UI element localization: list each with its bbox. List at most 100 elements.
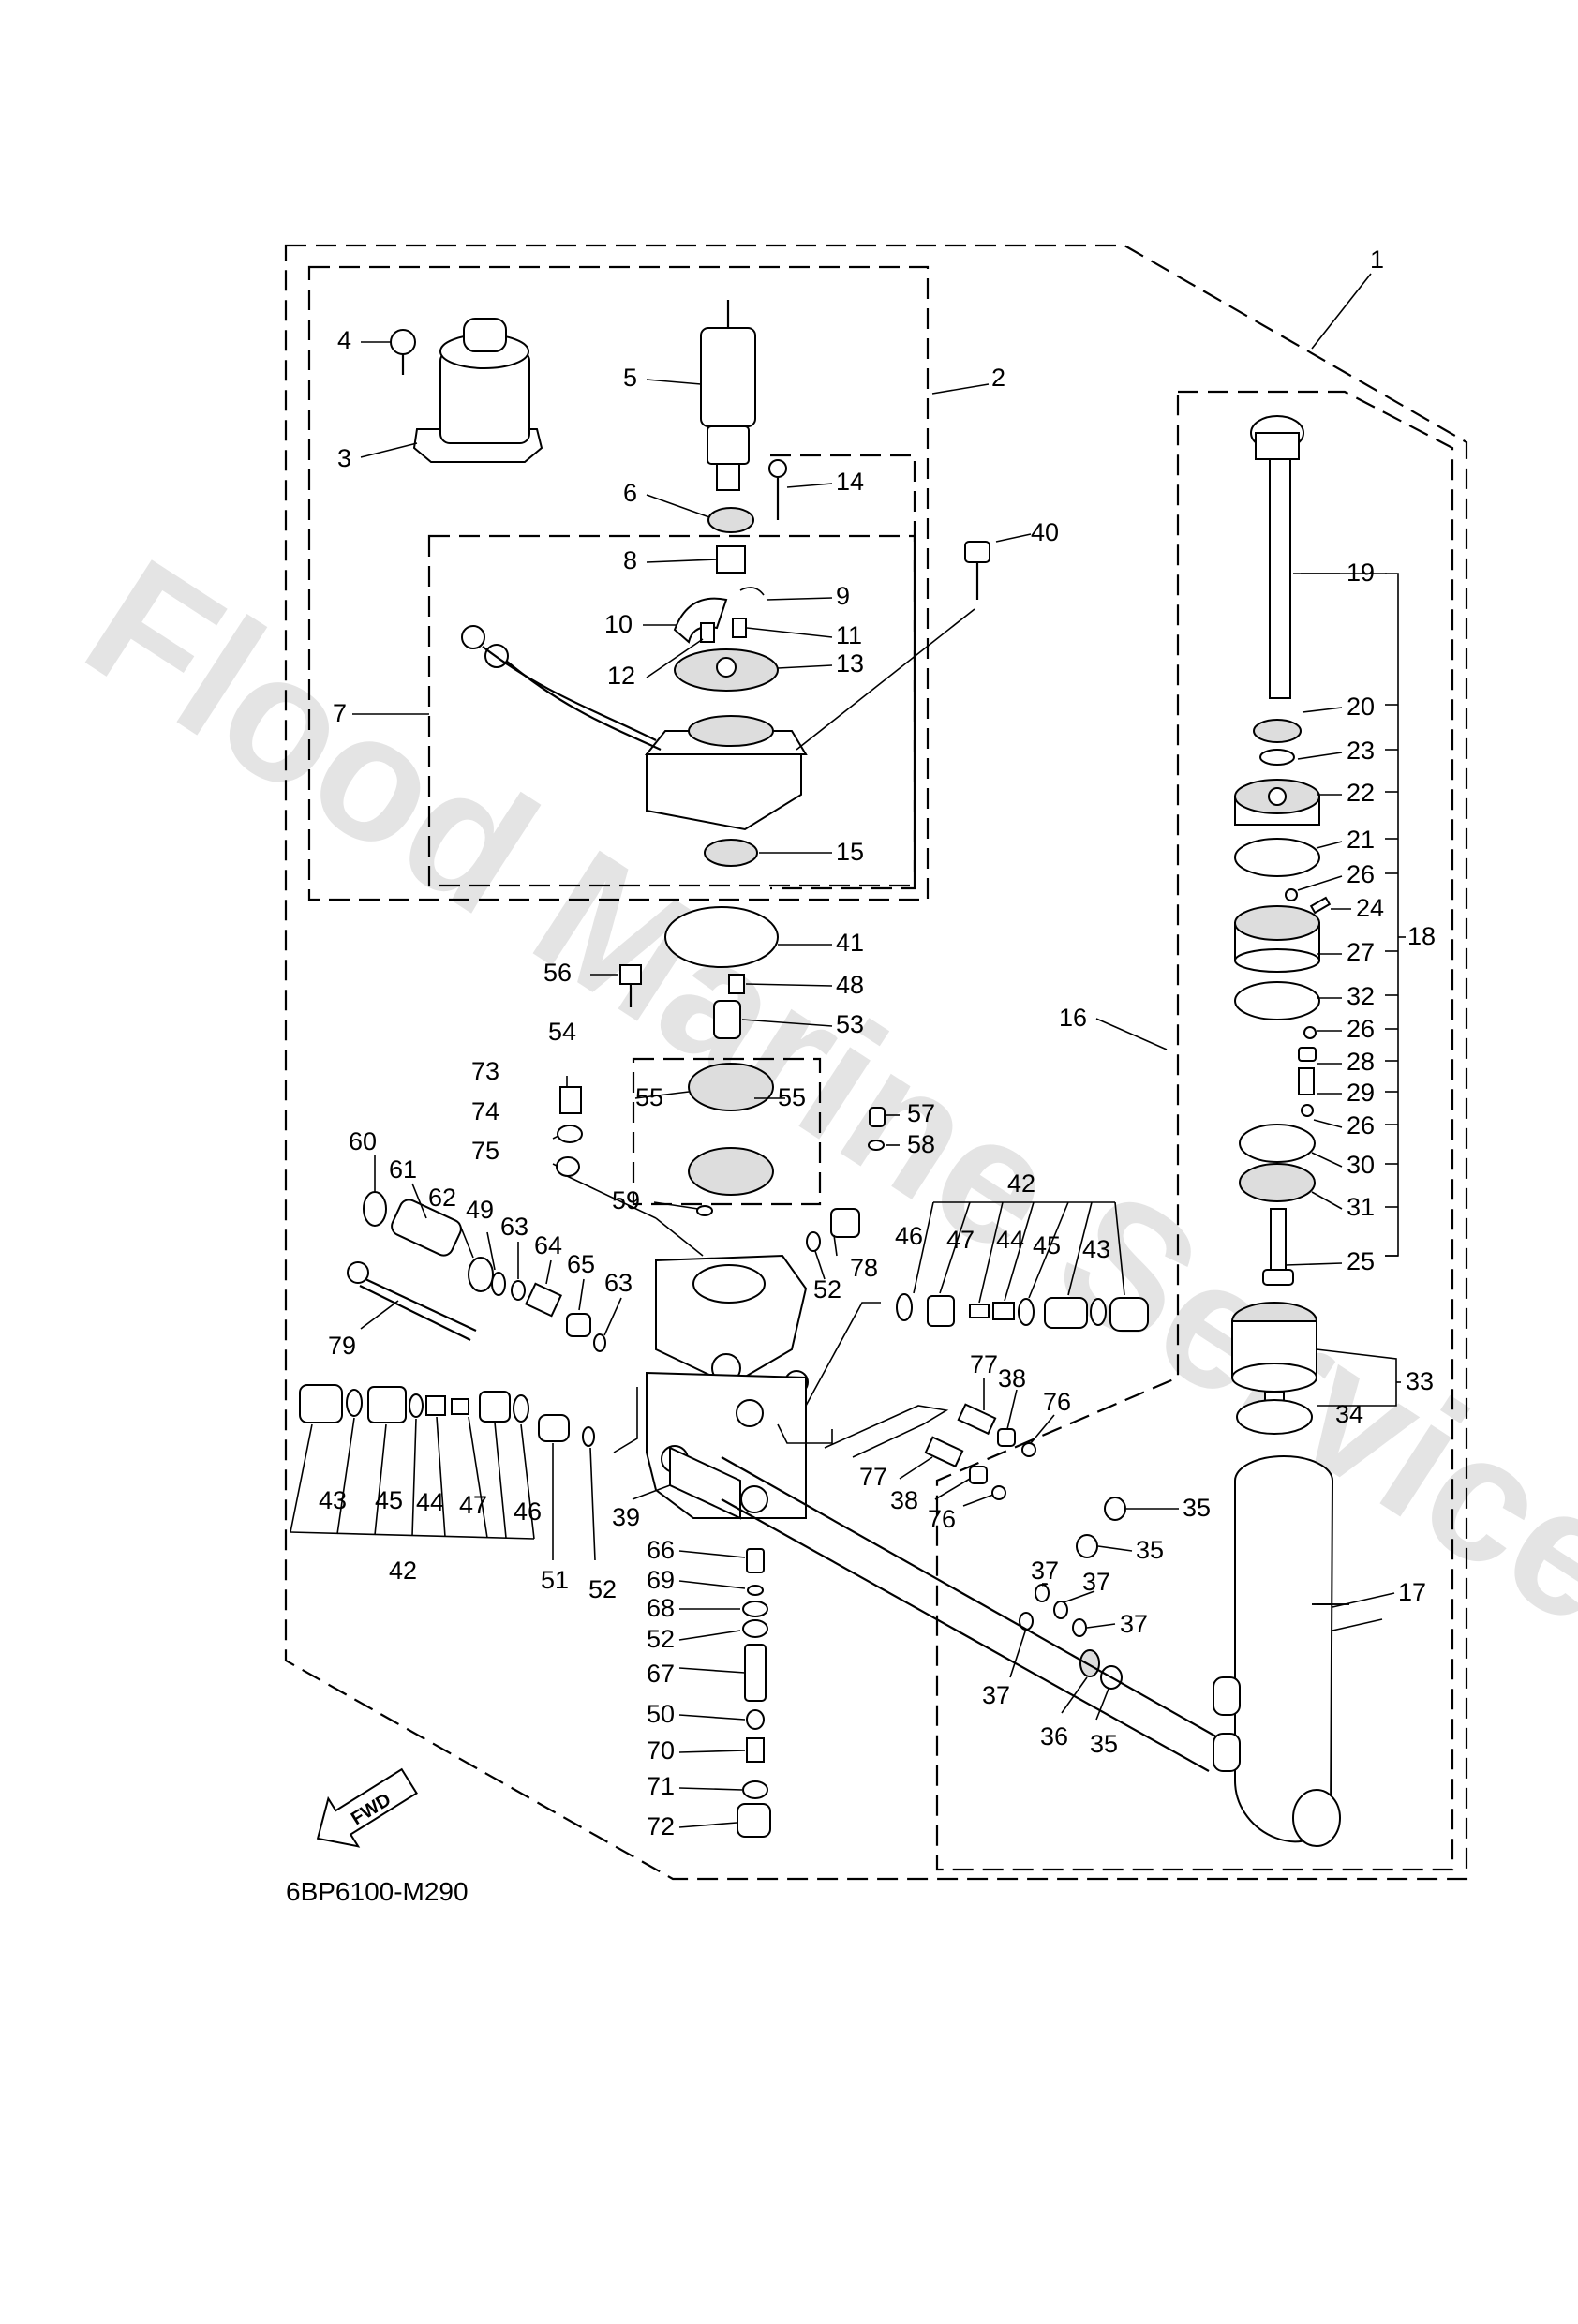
part-oring-52c (742, 1619, 768, 1638)
callout-60: 60 (349, 1127, 377, 1155)
callout-4: 4 (337, 326, 351, 354)
callout-3: 3 (337, 444, 351, 472)
callout-24: 24 (1356, 894, 1384, 922)
callout-48: 48 (836, 971, 864, 999)
part-oring-49 (491, 1272, 506, 1296)
callout-14: 14 (836, 468, 864, 496)
part-cover-10 (673, 597, 728, 644)
part-plug-78 (806, 1208, 860, 1252)
callout-37b: 37 (1082, 1568, 1110, 1596)
callout-70: 70 (647, 1736, 675, 1765)
part-filter-36 (1079, 1649, 1100, 1677)
callout-27: 27 (1347, 938, 1375, 966)
part-shaft-39 (669, 1446, 1228, 1772)
callout-12: 12 (607, 662, 635, 690)
part-spring-77b (924, 1436, 964, 1468)
callout-77a: 77 (970, 1350, 998, 1378)
parts (299, 300, 1341, 1847)
part-plate-31 (1239, 1163, 1316, 1202)
part-ball-76a (1021, 1442, 1036, 1457)
assembly-brush-outline (770, 454, 916, 890)
callout-68: 68 (647, 1594, 675, 1622)
part-screw-4 (390, 329, 416, 375)
part-valve-chain-right (896, 1293, 1149, 1332)
callout-72: 72 (647, 1812, 675, 1840)
callout-40: 40 (1031, 518, 1059, 546)
callout-36: 36 (1040, 1722, 1068, 1750)
callout-42b: 42 (389, 1557, 417, 1585)
callout-9: 9 (836, 582, 850, 610)
part-piston-27 (1234, 905, 1320, 973)
assembly-outlines (284, 244, 1468, 1881)
part-seat-28 (1298, 1047, 1317, 1062)
callout-19: 19 (1347, 559, 1375, 587)
callout-58: 58 (907, 1130, 935, 1158)
callout-53: 53 (836, 1010, 864, 1038)
callout-45a: 45 (1033, 1231, 1061, 1259)
part-washer-6 (707, 507, 754, 533)
fwd-arrow-icon: FWD (316, 1767, 418, 1848)
callout-16: 16 (1059, 1004, 1087, 1032)
callout-8: 8 (623, 546, 637, 574)
part-oring-41 (664, 906, 779, 968)
callout-44a: 44 (996, 1226, 1024, 1254)
part-washer-15 (704, 839, 758, 867)
callout-45b: 45 (375, 1486, 403, 1514)
part-seat-50 (746, 1709, 765, 1730)
callout-35c: 35 (1090, 1730, 1118, 1758)
callout-29: 29 (1347, 1079, 1375, 1107)
callout-23: 23 (1347, 737, 1375, 765)
callout-32: 32 (1347, 982, 1375, 1010)
callout-26c: 26 (1347, 1111, 1375, 1140)
callout-67: 67 (647, 1660, 675, 1688)
part-ball-76b (991, 1485, 1006, 1500)
part-plug-38b (969, 1466, 988, 1484)
callout-66: 66 (647, 1536, 675, 1564)
part-sleeve-53 (713, 1000, 741, 1039)
part-spring-64 (525, 1282, 562, 1318)
callout-7: 7 (333, 699, 347, 727)
callout-64: 64 (534, 1231, 562, 1259)
callout-75: 75 (471, 1137, 499, 1165)
part-plate-13 (674, 648, 779, 692)
callout-22: 22 (1347, 779, 1375, 807)
callout-41: 41 (836, 929, 864, 957)
part-cap-33 (1231, 1302, 1317, 1404)
callout-35a: 35 (1183, 1494, 1211, 1522)
part-ball-26c (1301, 1104, 1314, 1117)
callout-76a: 76 (1043, 1388, 1071, 1416)
assembly-1-outline (284, 244, 1468, 1881)
assembly-54-outline (632, 1057, 822, 1206)
part-pump-body (655, 1254, 809, 1394)
part-plug-66 (746, 1548, 765, 1573)
part-piston-65 (566, 1313, 591, 1337)
part-piston-rod-19 (1250, 415, 1304, 699)
part-oring-21 (1234, 838, 1320, 877)
callout-17: 17 (1398, 1578, 1426, 1606)
part-valve-67 (744, 1644, 767, 1702)
part-cylinder-17 (1213, 1455, 1341, 1847)
part-seat-74 (557, 1125, 583, 1143)
part-pin-24 (1309, 896, 1332, 915)
part-oring-58 (868, 1140, 885, 1151)
callout-44b: 44 (416, 1488, 444, 1516)
part-motor-base-7 (461, 625, 808, 831)
callout-13: 13 (836, 649, 864, 678)
callout-71: 71 (647, 1772, 675, 1800)
part-ball-75 (556, 1156, 580, 1177)
part-bolt-25 (1262, 1208, 1294, 1286)
part-ball-26a (1285, 888, 1298, 901)
callout-47a: 47 (946, 1226, 975, 1254)
part-oring-68 (742, 1601, 768, 1617)
callout-21: 21 (1347, 826, 1375, 854)
part-oring-37b (1053, 1601, 1068, 1619)
part-bolt-79 (347, 1261, 477, 1341)
part-oring-69 (747, 1585, 764, 1596)
callout-26b: 26 (1347, 1015, 1375, 1043)
callout-33: 33 (1406, 1367, 1434, 1395)
callout-56: 56 (543, 959, 572, 987)
part-oring-59 (696, 1205, 713, 1216)
callout-76b: 76 (928, 1505, 956, 1533)
part-plug-72 (737, 1803, 771, 1838)
callout-78: 78 (850, 1254, 878, 1282)
